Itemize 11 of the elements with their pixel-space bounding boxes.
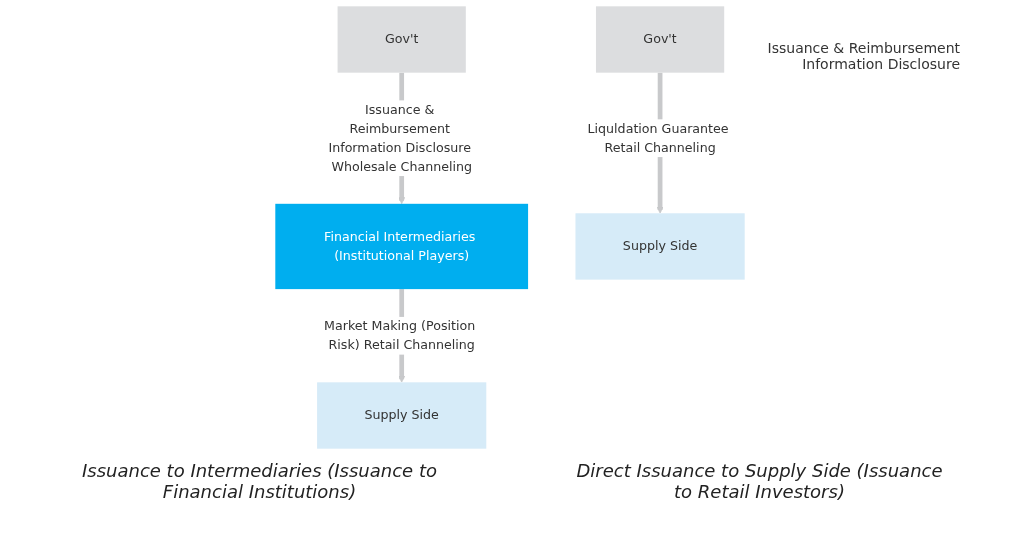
panel-caption: Issuance to Intermediaries (Issuance to Financial Institutions) bbox=[81, 460, 438, 502]
edge-label: Market Making (Position Risk) Retail Channeling bbox=[323, 318, 475, 353]
node-box bbox=[575, 213, 745, 280]
node-box bbox=[274, 203, 528, 290]
panel-caption: Direct Issuance to Supply Side (Issuance to Retail Investors) bbox=[575, 460, 944, 502]
edge-label: Issuance & Reimbursement Information Disclosure Wholesale Channeling bbox=[327, 101, 472, 174]
node-box bbox=[337, 6, 466, 73]
edge-label: Liquldation Guarantee Retail Channeling bbox=[587, 120, 729, 155]
role-note: Issuance & Reimbursement Information Disclosure bbox=[766, 40, 960, 72]
node-box bbox=[316, 382, 486, 449]
node-box bbox=[595, 6, 724, 73]
